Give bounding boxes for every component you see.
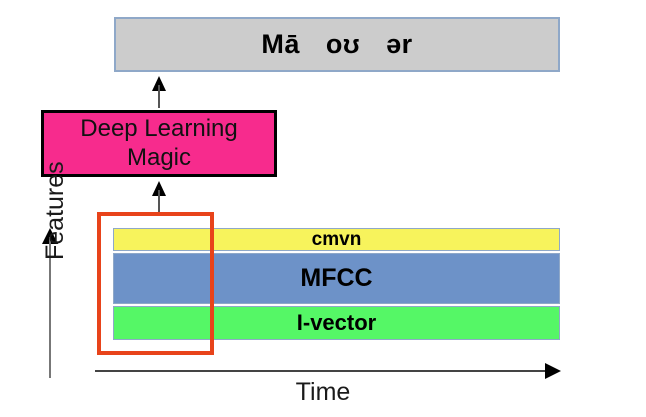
- arrow-head-icon: [152, 76, 166, 91]
- arrow-up-features-to-model-icon: [149, 181, 169, 214]
- arrow-shaft: [49, 237, 51, 378]
- feature-band-mfcc-label: MFCC: [300, 264, 373, 292]
- phoneme-output-box: Mā oʊ ər: [114, 17, 560, 72]
- features-axis-label: Features: [41, 161, 69, 260]
- context-window-selection-frame: [97, 212, 214, 355]
- phoneme-1: Mā: [261, 29, 300, 59]
- arrow-head-icon: [42, 228, 58, 244]
- feature-band-mfcc: MFCC: [113, 253, 560, 304]
- deep-learning-label-line2: Magic: [126, 143, 192, 171]
- phoneme-2: oʊ: [325, 29, 361, 59]
- feature-band-cmvn-label: cmvn: [311, 228, 362, 250]
- arrow-head-icon: [152, 181, 166, 196]
- deep-learning-magic-box: Deep Learning Magic: [41, 110, 277, 177]
- phoneme-row: Mā oʊ ər: [261, 29, 412, 60]
- features-axis-arrow-icon: [40, 228, 60, 378]
- feature-band-ivector: I-vector: [113, 306, 560, 340]
- arrow-head-icon: [545, 363, 561, 379]
- deep-learning-label-line1: Deep Learning: [80, 115, 238, 143]
- time-axis-label: Time: [295, 378, 351, 406]
- phoneme-3: ər: [386, 29, 413, 59]
- arrow-shaft: [158, 85, 160, 108]
- feature-band-cmvn: cmvn: [113, 228, 560, 251]
- arrow-shaft: [158, 190, 160, 214]
- arrow-shaft: [95, 370, 547, 372]
- feature-band-ivector-label: I-vector: [296, 310, 377, 335]
- time-axis-arrow-icon: [95, 362, 561, 380]
- arrow-up-model-to-output-icon: [149, 76, 169, 108]
